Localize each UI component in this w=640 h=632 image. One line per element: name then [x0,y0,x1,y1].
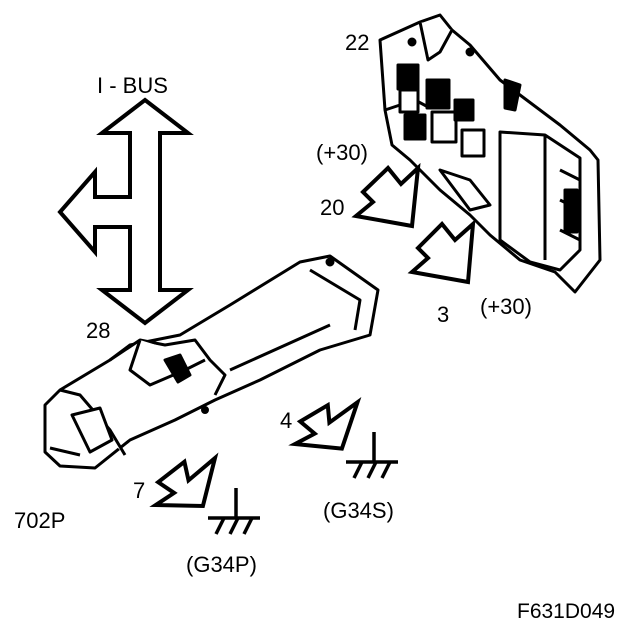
feed-arrow-7-icon [149,452,219,509]
label-plus30-top: (+30) [316,140,368,165]
label-28: 28 [86,318,110,343]
label-plus30-bottom: (+30) [480,294,532,319]
feed-arrow-3-icon [407,219,476,285]
ground-g34p-icon [208,488,260,535]
label-3: 3 [437,302,449,327]
label-4: 4 [280,408,292,433]
ibus-arrow-icon [57,97,194,326]
label-g34p: (G34P) [186,552,257,577]
feed-arrow-4-icon [288,397,362,451]
ibus-label: I - BUS [97,73,168,98]
module-28 [43,254,380,470]
figure-id: F631D049 [517,600,615,623]
label-g34s: (G34S) [323,498,394,523]
label-702p: 702P [14,508,65,533]
label-7: 7 [133,478,145,503]
label-20: 20 [320,195,344,220]
label-22: 22 [345,30,369,55]
feed-arrow-20-icon [351,162,421,229]
ground-g34s-icon [346,432,398,479]
control-module-22 [378,13,602,294]
